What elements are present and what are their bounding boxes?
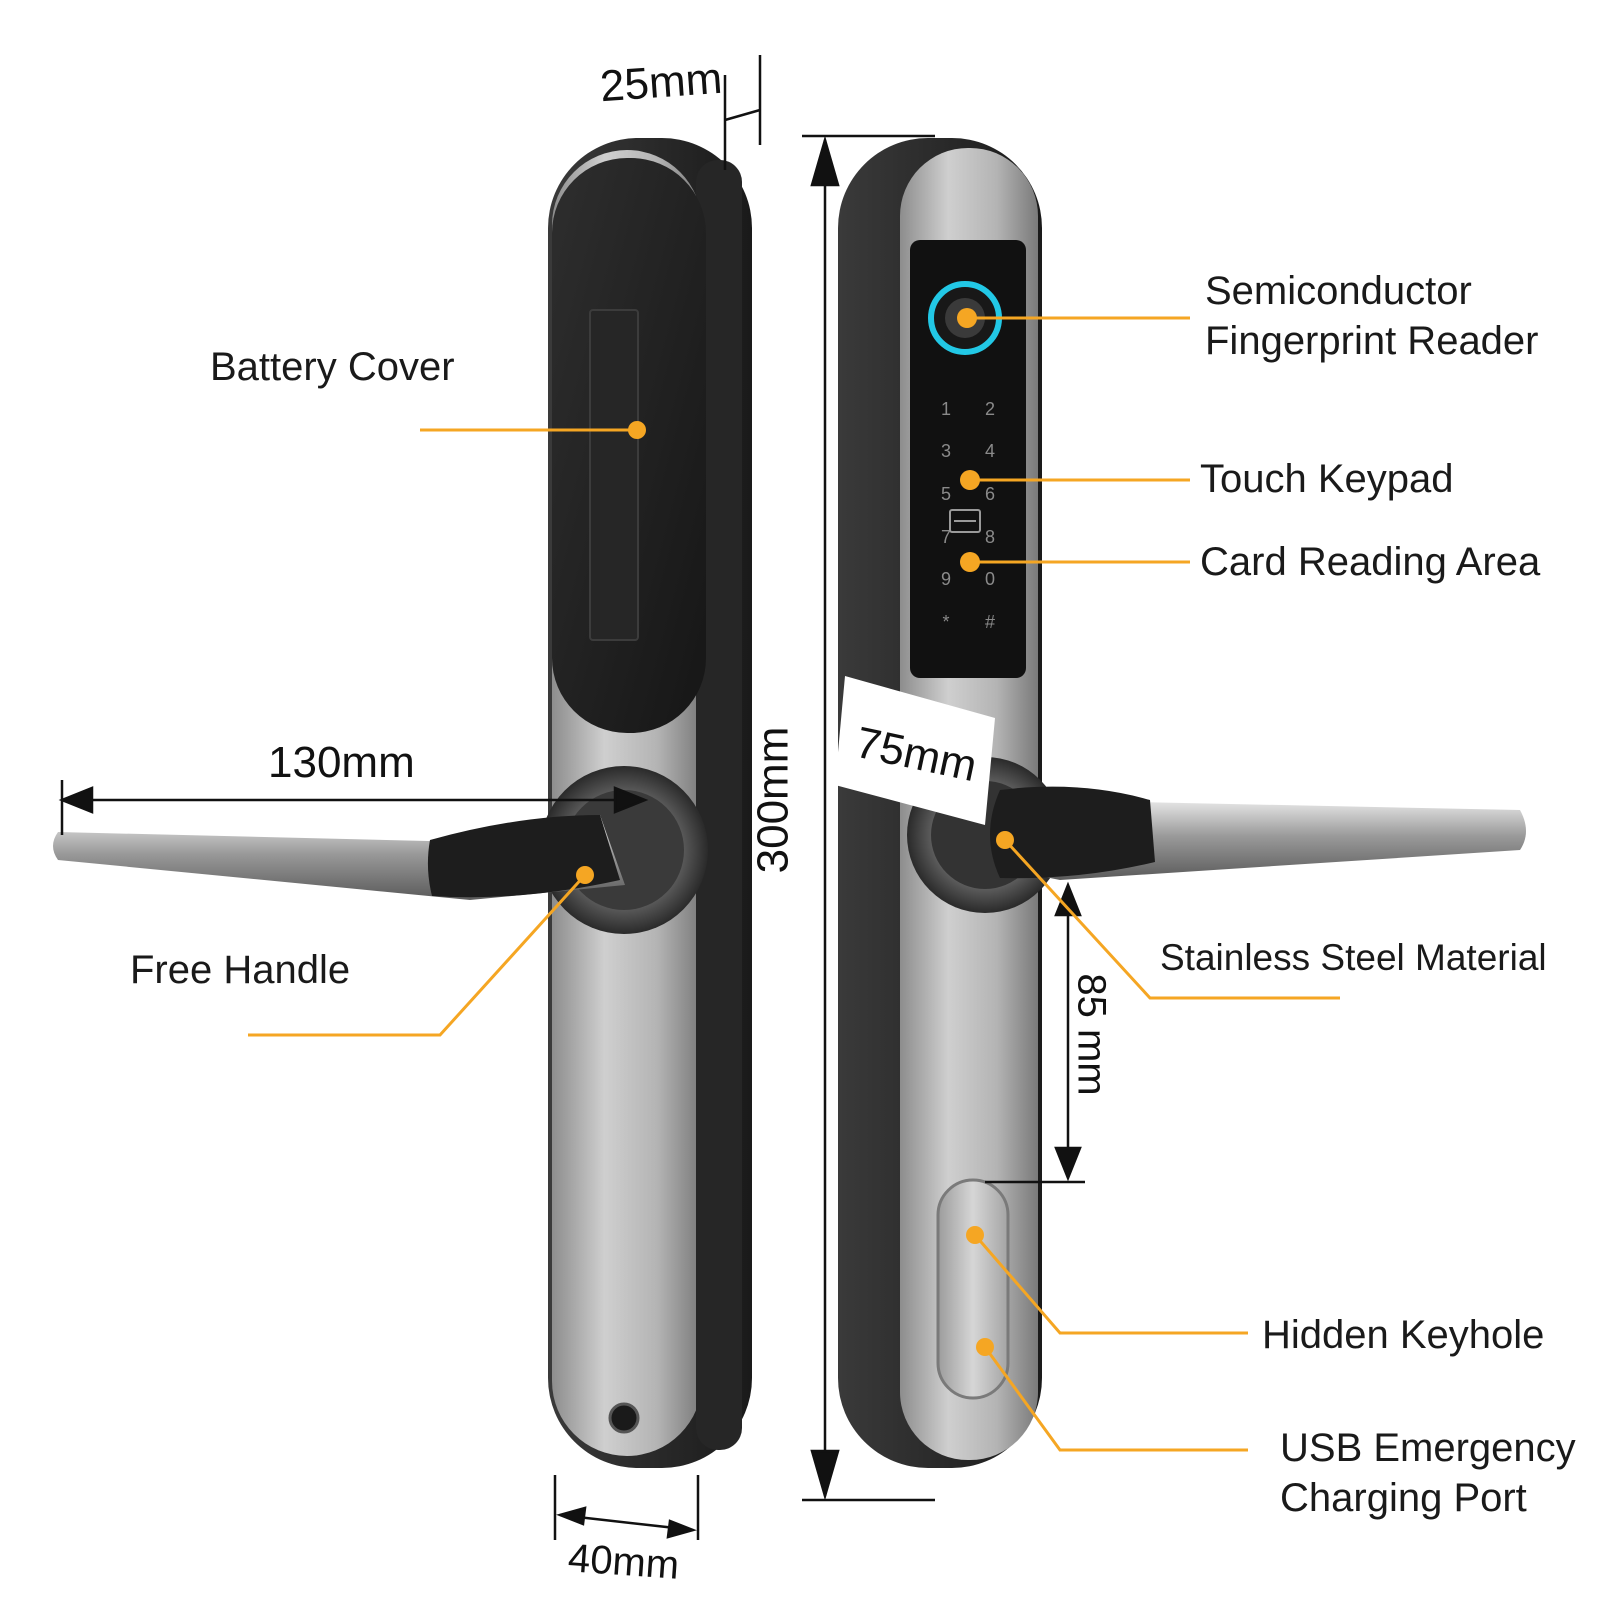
keyhole-offset-dimension: 85 mm [1069, 973, 1114, 1096]
keypad-keys: 1 2 3 4 5 6 7 8 9 0 * # [941, 399, 995, 632]
keypad-key-8: 8 [985, 527, 995, 547]
usb-port-label-line1: USB Emergency [1280, 1426, 1576, 1470]
dim-75-backdrop [835, 676, 995, 825]
left-handle [53, 815, 625, 900]
keypad-key-0: 0 [985, 569, 995, 589]
height-dimension: 300mm [748, 726, 798, 874]
keypad-key-7: 7 [941, 527, 951, 547]
touch-keypad-label: Touch Keypad [1200, 457, 1454, 501]
left-screw-hole [608, 1402, 640, 1434]
fingerprint-label-line1: Semiconductor [1205, 269, 1472, 313]
keypad-key-4: 4 [985, 441, 995, 461]
stainless-steel-dot [996, 831, 1014, 849]
keypad-key-2: 2 [985, 399, 995, 419]
depth-dimension: 25mm [598, 53, 724, 112]
card-icon [949, 509, 981, 533]
keypad-key-star: * [942, 612, 949, 632]
keypad-panel [910, 240, 1026, 678]
callout-leaders [248, 316, 1340, 1452]
fingerprint-label-line2: Fingerprint Reader [1205, 319, 1539, 363]
hidden-keyhole-dot [966, 1226, 984, 1244]
touch-keypad-dot [960, 470, 980, 490]
callout-dots [576, 308, 1014, 1356]
keypad-key-9: 9 [941, 569, 951, 589]
card-reading-dot [960, 552, 980, 572]
keypad-key-5: 5 [941, 484, 951, 504]
battery-cover-label: Battery Cover [210, 345, 455, 389]
free-handle-label: Free Handle [130, 948, 351, 992]
keypad-key-1: 1 [941, 399, 951, 419]
stainless-steel-label: Stainless Steel Material [1160, 937, 1547, 978]
handle-length-dimension: 130mm [268, 738, 415, 787]
width-dimension: 40mm [566, 1536, 681, 1588]
card-reading-label: Card Reading Area [1200, 540, 1541, 584]
dimension-lines [58, 55, 1085, 1540]
fingerprint-dot [957, 308, 977, 328]
keypad-key-3: 3 [941, 441, 951, 461]
usb-port-dot [976, 1338, 994, 1356]
right-handle [990, 786, 1526, 880]
usb-port-label-line2: Charging Port [1280, 1476, 1527, 1520]
keypad-key-hash: # [985, 612, 995, 632]
battery-cover [552, 158, 706, 733]
keypad-key-6: 6 [985, 484, 995, 504]
free-handle-dot [576, 866, 594, 884]
battery-cover-dot [628, 421, 646, 439]
hidden-keyhole-label: Hidden Keyhole [1262, 1313, 1545, 1357]
